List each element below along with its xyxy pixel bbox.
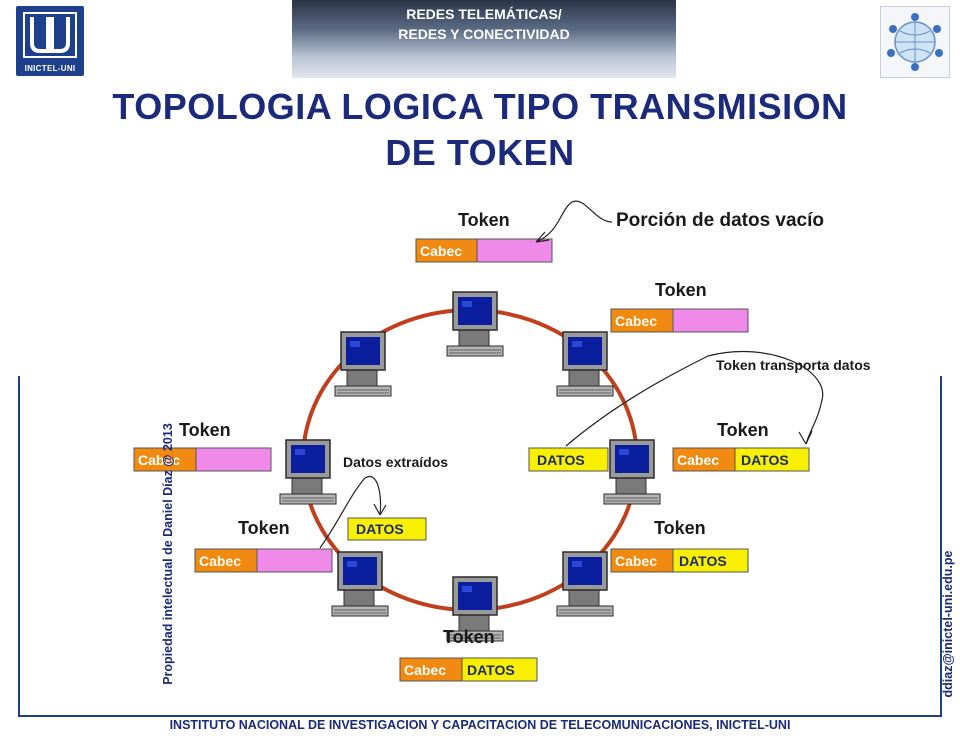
token-label: Token <box>655 280 707 300</box>
banner-line-1: REDES TELEMÁTICAS/ <box>406 6 562 22</box>
course-banner: REDES TELEMÁTICAS/ REDES Y CONECTIVIDAD <box>292 0 676 78</box>
token-left: Token Cabec <box>133 420 272 472</box>
computer-left <box>279 439 337 505</box>
copyright-vertical-text: Propiedad intelectual de Daniel Díaz @ 2… <box>161 423 175 685</box>
cabec-text: Cabec <box>199 553 241 569</box>
inictel-logo: INICTEL-UNI <box>16 6 84 76</box>
datos-text: DATOS <box>537 452 585 468</box>
arrow-extracted <box>319 475 382 549</box>
cabec-text: Cabec <box>615 553 657 569</box>
annotation-empty-portion: Porción de datos vacío <box>616 210 824 231</box>
datos-text: DATOS <box>679 553 727 569</box>
arrowhead-empty-portion <box>535 231 550 243</box>
token-label: Token <box>179 420 231 440</box>
cabec-text: Cabec <box>615 313 657 329</box>
arrow-empty-portion <box>535 200 613 243</box>
datos-cell <box>347 517 427 541</box>
computer-top-left <box>334 331 392 397</box>
empty-data-cell <box>256 548 333 573</box>
banner-line-2: REDES Y CONECTIVIDAD <box>398 26 570 42</box>
institution-footer: INSTITUTO NACIONAL DE INVESTIGACION Y CA… <box>169 718 791 732</box>
datos-text: DATOS <box>741 452 789 468</box>
token-label: Token <box>458 210 510 230</box>
token-top: Token Cabec <box>415 210 553 263</box>
cabec-text: Cabec <box>138 452 180 468</box>
inictel-logo-mark <box>23 12 77 58</box>
datos-cell <box>461 657 538 682</box>
cabec-text: Cabec <box>404 662 446 678</box>
empty-data-cell <box>476 238 553 263</box>
datos-text: DATOS <box>356 521 404 537</box>
arrow-carries-data <box>565 351 824 447</box>
floating-datos-left: DATOS <box>347 517 427 541</box>
computer-bottom-left <box>331 551 389 617</box>
email-vertical-text: ddiaz@inictel-uni.edu.pe <box>941 550 955 698</box>
token-bottom: Token Cabec DATOS <box>399 627 538 682</box>
token-label: Token <box>443 627 495 647</box>
title-line-1: TOPOLOGIA LOGICA TIPO TRANSMISION <box>112 86 848 127</box>
floating-datos-right: DATOS <box>528 447 609 472</box>
cabec-text: Cabec <box>677 452 719 468</box>
annotation-carries-data: Token transporta datos <box>716 357 871 373</box>
arrowhead-extracted <box>373 503 387 516</box>
annotation-extracted: Datos extraídos <box>343 454 448 470</box>
token-label: Token <box>654 518 706 538</box>
datos-cell <box>672 548 749 573</box>
right-frame-line <box>940 376 942 716</box>
left-frame-line <box>18 376 20 716</box>
token-bottom-right: Token Cabec DATOS <box>610 518 749 573</box>
logo-text: INICTEL-UNI <box>24 64 76 73</box>
datos-cell <box>734 447 810 472</box>
datos-cell <box>528 447 609 472</box>
token-label: Token <box>238 518 290 538</box>
arrowhead-carries-data <box>798 430 813 445</box>
token-top-right: Token Cabec <box>610 280 749 333</box>
page-title: TOPOLOGIA LOGICA TIPO TRANSMISION DE TOK… <box>40 84 920 176</box>
network-globe-icon <box>887 13 943 71</box>
datos-text: DATOS <box>467 662 515 678</box>
token-label: Token <box>717 420 769 440</box>
token-right: Token Cabec DATOS <box>672 420 810 472</box>
cabec-text: Cabec <box>420 243 462 259</box>
token-bottom-left: Token Cabec <box>194 518 333 573</box>
title-line-2: DE TOKEN <box>385 132 575 173</box>
bottom-frame-line <box>18 715 942 717</box>
computer-top <box>446 291 504 357</box>
empty-data-cell <box>195 447 272 472</box>
empty-data-cell <box>672 308 749 333</box>
network-logo <box>880 6 950 78</box>
computer-top-right <box>556 331 614 397</box>
computer-bottom-right <box>556 551 614 617</box>
computer-right <box>603 439 661 505</box>
